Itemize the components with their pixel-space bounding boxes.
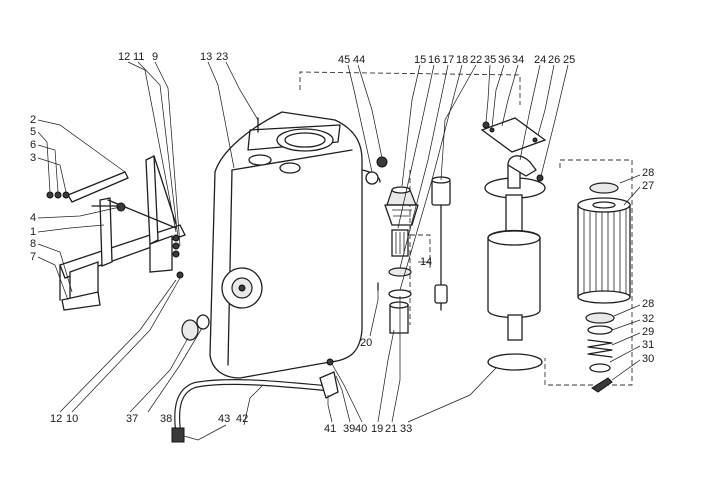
callout-25: 25 bbox=[563, 54, 576, 66]
callout-32: 32 bbox=[642, 313, 655, 325]
callout-3: 3 bbox=[30, 152, 37, 164]
filler-cap-column bbox=[377, 186, 419, 334]
callout-13: 13 bbox=[200, 51, 213, 63]
callout-9: 9 bbox=[152, 51, 159, 63]
callout-37: 37 bbox=[126, 413, 139, 425]
callout-28-top: 28 bbox=[642, 167, 655, 179]
callout-19: 19 bbox=[371, 423, 384, 435]
callout-29: 29 bbox=[642, 326, 655, 338]
callout-28-bottom: 28 bbox=[642, 298, 655, 310]
callout-21: 21 bbox=[385, 423, 398, 435]
callout-18: 18 bbox=[456, 54, 469, 66]
callout-26: 26 bbox=[548, 54, 561, 66]
callout-12-top: 12 bbox=[118, 51, 131, 63]
callout-12-bottom: 12 bbox=[50, 413, 63, 425]
callout-36: 36 bbox=[498, 54, 511, 66]
leader-lines bbox=[37, 61, 641, 441]
level-sender bbox=[431, 176, 451, 311]
spring-stack bbox=[585, 312, 615, 393]
filter-cartridge bbox=[577, 182, 631, 304]
callout-5: 5 bbox=[30, 126, 37, 138]
tank-fittings bbox=[181, 314, 210, 341]
callout-40: 40 bbox=[355, 423, 368, 435]
callout-35: 35 bbox=[484, 54, 497, 66]
callout-44: 44 bbox=[353, 54, 366, 66]
callout-2: 2 bbox=[30, 114, 37, 126]
callout-39: 39 bbox=[343, 423, 356, 435]
callout-27: 27 bbox=[642, 180, 655, 192]
mounting-bracket bbox=[46, 154, 186, 311]
callout-1: 1 bbox=[30, 226, 37, 238]
callout-7: 7 bbox=[30, 251, 37, 263]
callout-14: 14 bbox=[420, 256, 433, 268]
callout-41: 41 bbox=[324, 423, 337, 435]
callout-22: 22 bbox=[470, 54, 483, 66]
drain-hose bbox=[171, 358, 339, 443]
fuel-tank bbox=[209, 111, 388, 379]
callout-17: 17 bbox=[442, 54, 455, 66]
callout-45: 45 bbox=[338, 54, 351, 66]
callout-4: 4 bbox=[30, 212, 37, 224]
callout-31: 31 bbox=[642, 339, 655, 351]
callout-8: 8 bbox=[30, 238, 37, 250]
callout-43: 43 bbox=[218, 413, 231, 425]
callout-34: 34 bbox=[512, 54, 525, 66]
callout-23: 23 bbox=[216, 51, 229, 63]
callout-15: 15 bbox=[414, 54, 427, 66]
callout-38: 38 bbox=[160, 413, 173, 425]
callout-30: 30 bbox=[642, 353, 655, 365]
callout-10: 10 bbox=[66, 413, 79, 425]
callout-16: 16 bbox=[428, 54, 441, 66]
callout-11: 11 bbox=[133, 51, 145, 63]
callout-42: 42 bbox=[236, 413, 249, 425]
callout-6: 6 bbox=[30, 139, 37, 151]
callout-20: 20 bbox=[360, 337, 373, 349]
outlet-strainer bbox=[480, 117, 547, 371]
callout-24: 24 bbox=[534, 54, 547, 66]
callout-33: 33 bbox=[400, 423, 413, 435]
